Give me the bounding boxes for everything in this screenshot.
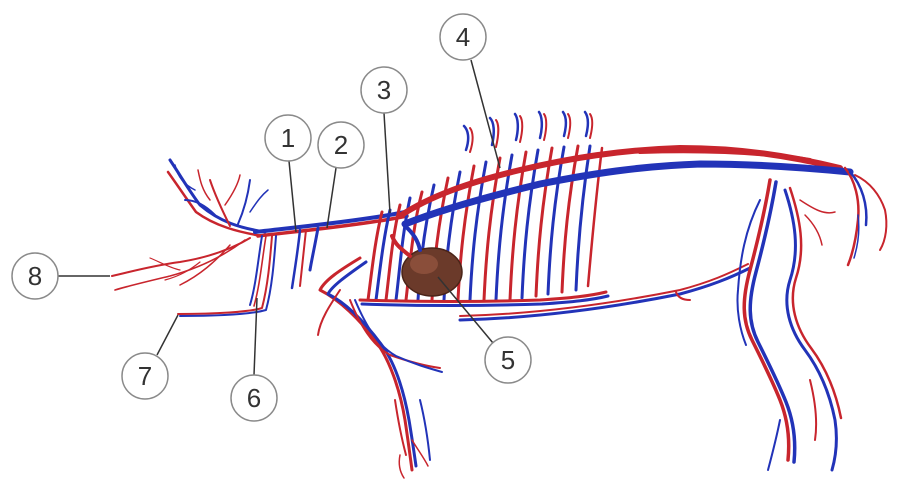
- leader-line: [327, 168, 336, 228]
- callout-label: 1: [281, 123, 295, 153]
- leader-line: [289, 161, 296, 232]
- leader-line: [157, 315, 178, 355]
- abdominal-vessel: [460, 268, 750, 320]
- leader-line: [384, 113, 390, 213]
- head-vessels: [112, 160, 268, 290]
- callout-7: 7: [122, 315, 178, 399]
- callout-label: 8: [28, 261, 42, 291]
- callout-label: 7: [138, 361, 152, 391]
- callout-label: 6: [247, 383, 261, 413]
- callout-label: 4: [456, 22, 470, 52]
- leader-line: [471, 60, 500, 168]
- callout-label: 3: [377, 75, 391, 105]
- callout-label: 2: [334, 130, 348, 160]
- callout-2: 2: [318, 122, 364, 228]
- callout-3: 3: [361, 67, 407, 213]
- callout-6: 6: [231, 298, 277, 421]
- callout-1: 1: [265, 115, 311, 232]
- callout-label: 5: [501, 345, 515, 375]
- hindleg-vessels: [737, 168, 886, 470]
- callout-8: 8: [12, 253, 110, 299]
